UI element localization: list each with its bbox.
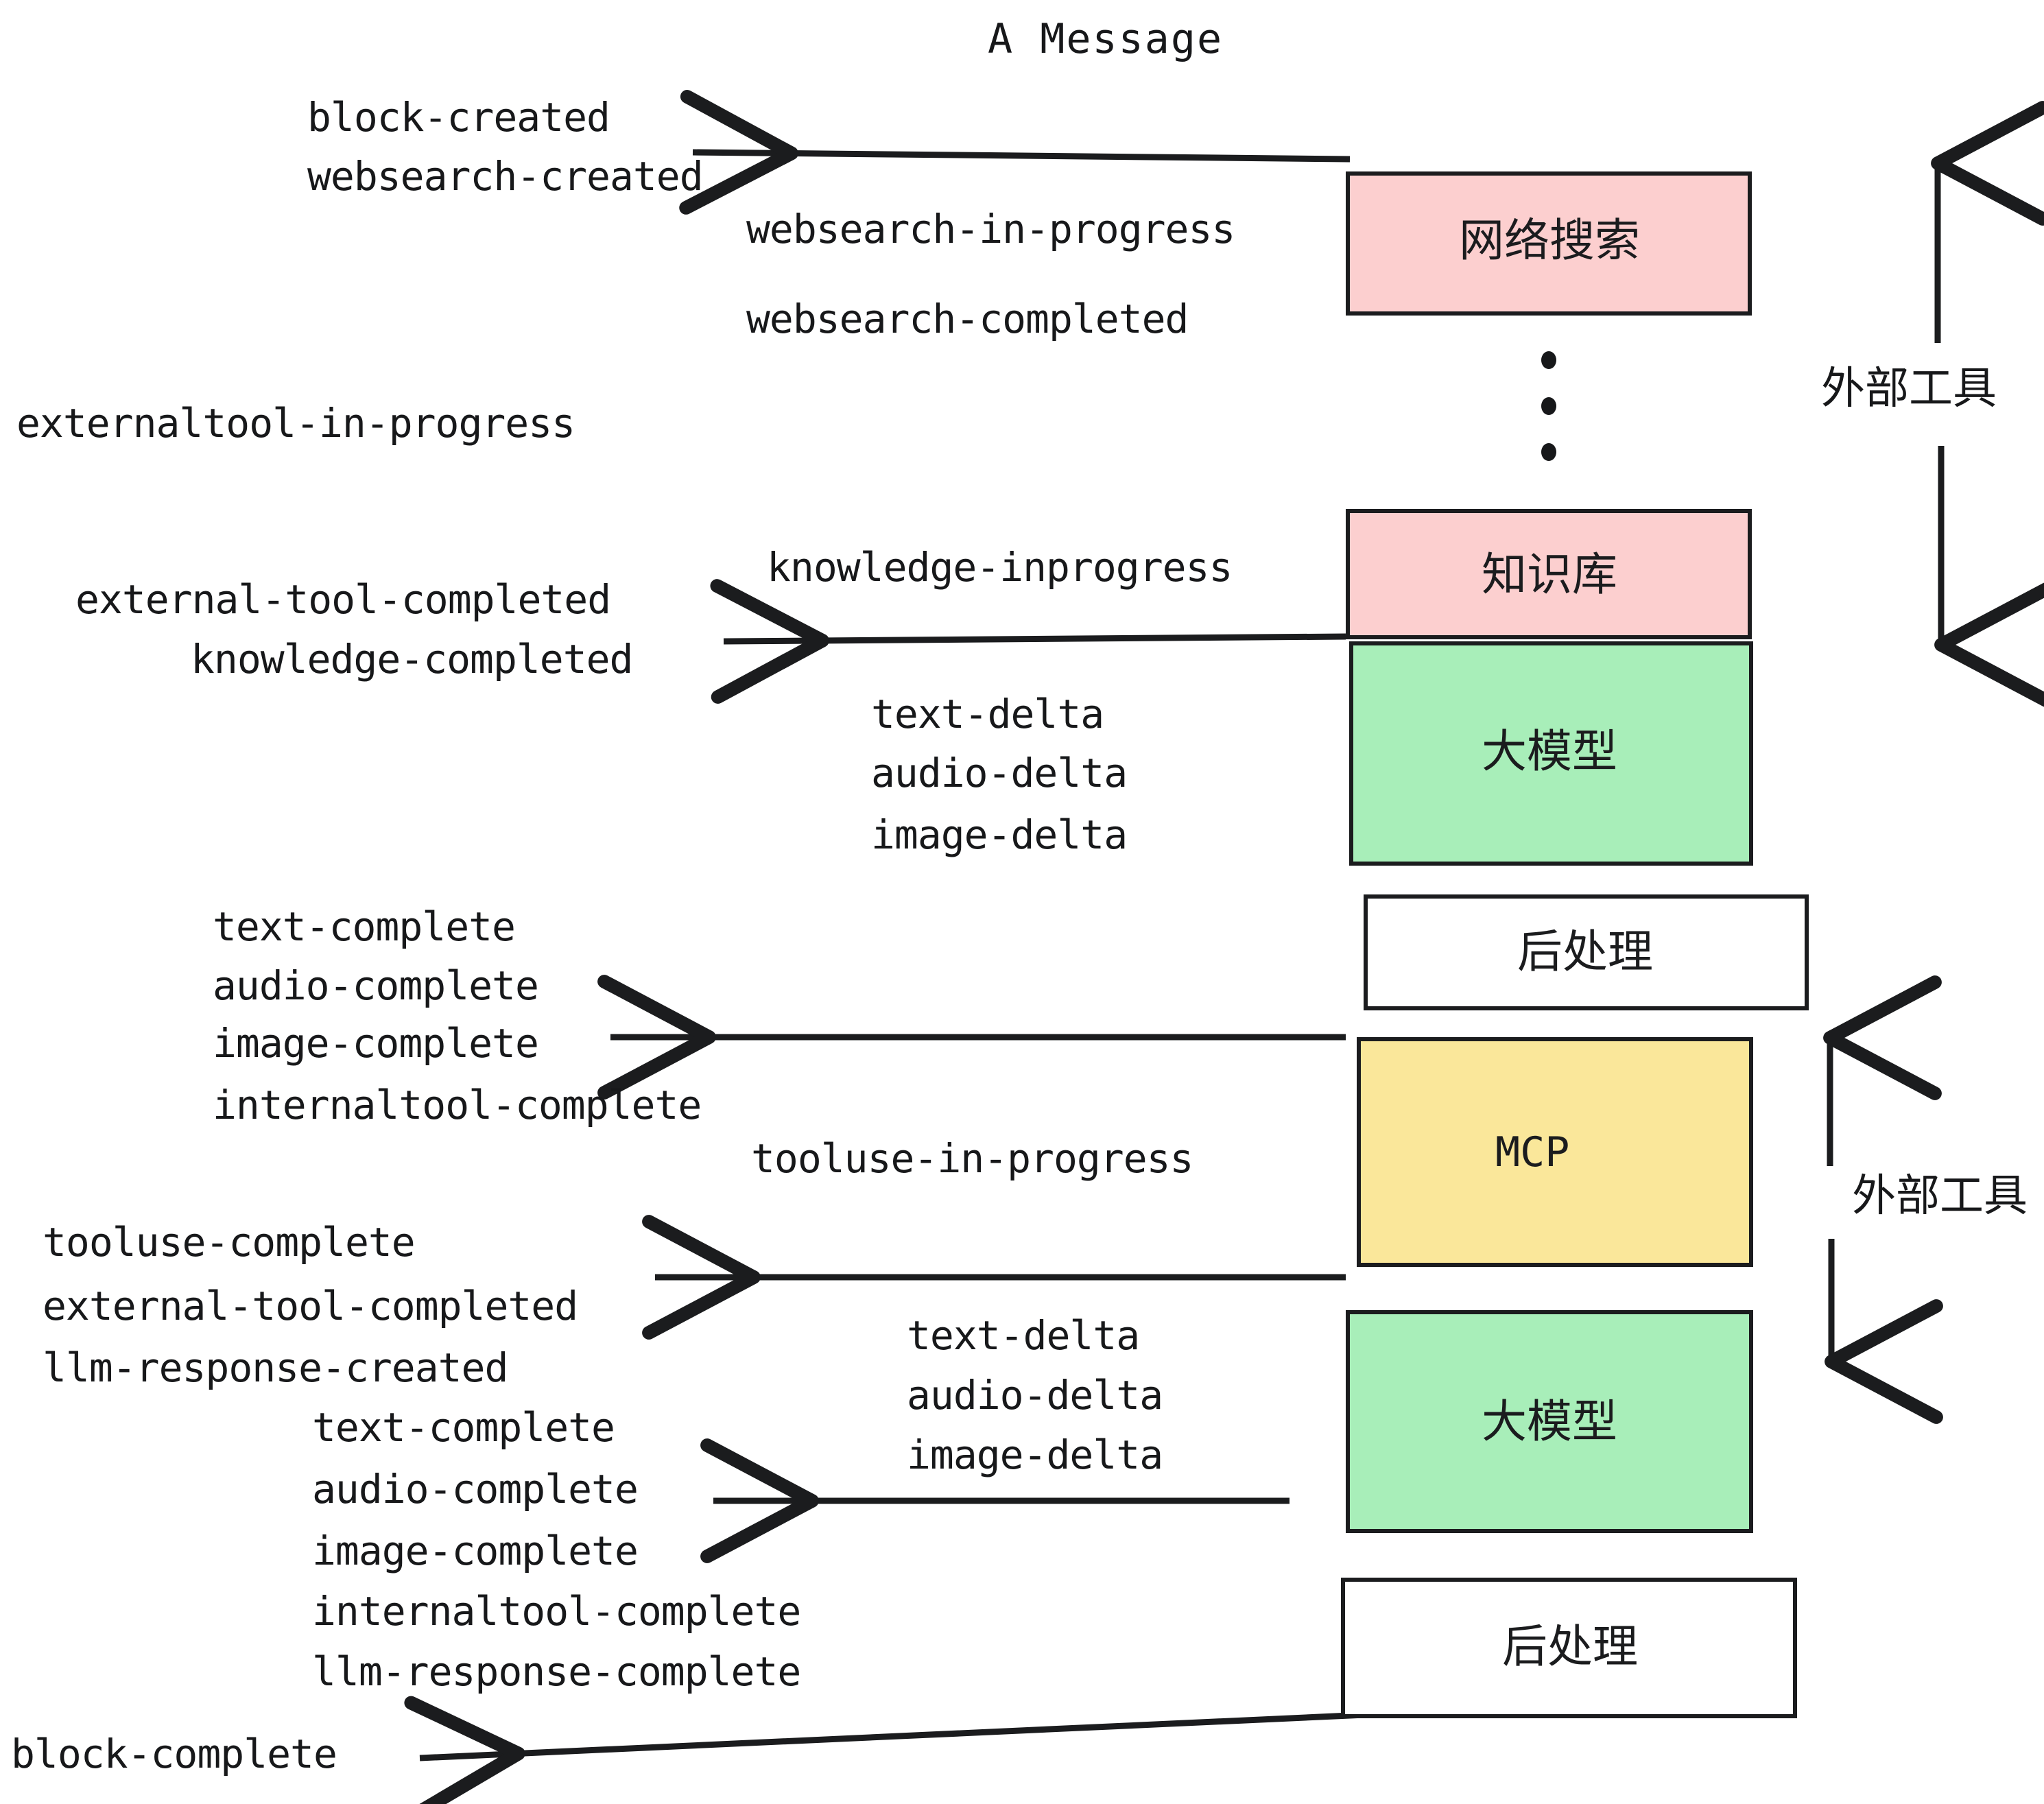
event-text-complete-2: text-complete (312, 1404, 615, 1451)
node-knowledge[interactable] (1346, 509, 1752, 639)
event-external-tool-completed-2: external-tool-completed (43, 1283, 578, 1329)
event-websearch-in-progress: websearch-in-progress (746, 206, 1235, 252)
arrow-postproc2-to-blockcomplete (404, 1696, 1366, 1804)
event-llm-response-created: llm-response-created (43, 1344, 508, 1391)
event-audio-delta-2: audio-delta (907, 1372, 1163, 1419)
node-llm-2-label: 大模型 (1482, 1395, 1617, 1448)
arrow-knowledge-to-completed (710, 579, 1346, 704)
node-websearch[interactable] (1346, 171, 1752, 316)
event-image-delta-2: image-delta (907, 1432, 1163, 1478)
event-websearch-completed: websearch-completed (746, 296, 1189, 342)
event-audio-complete-2: audio-complete (312, 1466, 639, 1512)
event-text-delta-2: text-delta (907, 1312, 1140, 1359)
arrow-websearch-to-created (679, 90, 1351, 215)
node-postprocess-2-label: 后处理 (1502, 1620, 1638, 1673)
node-llm-2[interactable] (1346, 1310, 1753, 1533)
event-block-created: block-created (307, 94, 610, 141)
event-llm-response-complete: llm-response-complete (312, 1648, 801, 1695)
event-image-complete-1: image-complete (213, 1020, 539, 1067)
event-text-delta-1: text-delta (871, 691, 1104, 737)
event-knowledge-completed: knowledge-completed (191, 636, 633, 683)
node-websearch-label: 网络搜索 (1459, 214, 1640, 267)
event-audio-delta-1: audio-delta (871, 750, 1128, 796)
event-internaltool-complete-1: internaltool-complete (213, 1082, 702, 1128)
diagram-title: A Message (988, 15, 1224, 63)
node-llm-1-label: 大模型 (1482, 725, 1617, 778)
event-image-delta-1: image-delta (871, 811, 1128, 858)
node-postprocess-2[interactable] (1341, 1578, 1797, 1718)
node-llm-1[interactable] (1349, 641, 1753, 866)
event-tooluse-in-progress: tooluse-in-progress (751, 1135, 1193, 1182)
node-postprocess-1-label: 后处理 (1517, 925, 1653, 978)
event-image-complete-2: image-complete (312, 1528, 639, 1574)
event-externaltool-in-progress: externaltool-in-progress (16, 400, 575, 447)
vertical-ellipsis (1540, 351, 1558, 461)
group-label-external-tools-top: 外部工具 (1821, 364, 1997, 414)
node-mcp-label: MCP (1495, 1128, 1570, 1176)
event-external-tool-completed-1: external-tool-completed (75, 576, 611, 623)
node-postprocess-1[interactable] (1364, 894, 1809, 1010)
event-block-complete: block-complete (11, 1731, 337, 1777)
event-websearch-created: websearch-created (307, 153, 704, 200)
node-knowledge-label: 知识库 (1482, 548, 1617, 601)
event-tooluse-complete: tooluse-complete (43, 1219, 416, 1266)
event-audio-complete-1: audio-complete (213, 962, 539, 1009)
event-internaltool-complete-2: internaltool-complete (312, 1588, 801, 1635)
event-text-complete-1: text-complete (213, 903, 516, 950)
event-knowledge-inprogress: knowledge-inprogress (767, 544, 1233, 591)
node-mcp[interactable] (1357, 1037, 1753, 1267)
group-label-external-tools-bottom: 外部工具 (1852, 1171, 2028, 1222)
